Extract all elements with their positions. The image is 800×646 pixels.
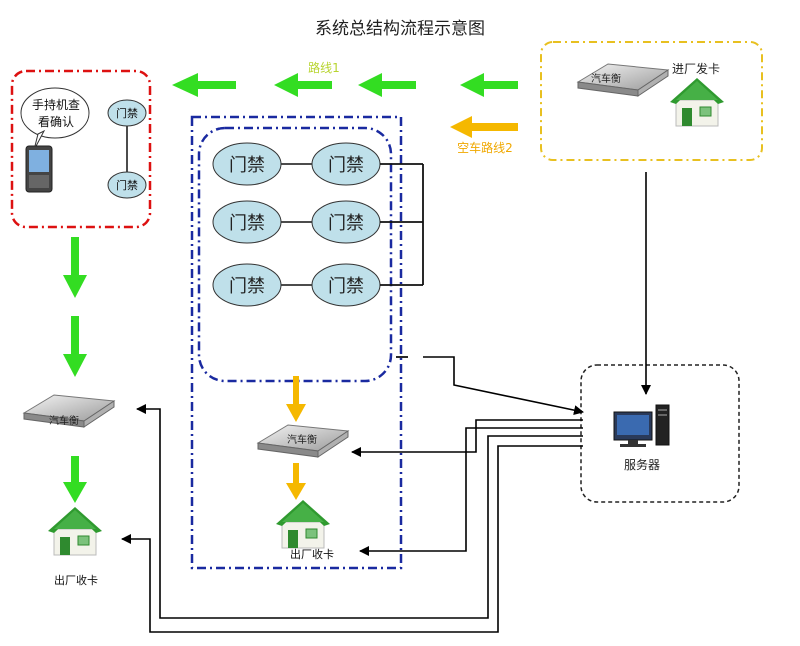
- route1-arrows: [172, 73, 518, 97]
- handheld-device-icon: [25, 145, 53, 193]
- gate-row: 门禁 门禁: [212, 263, 381, 307]
- entry-issue-card-label: 进厂发卡: [672, 61, 720, 76]
- connector-lines: [121, 172, 651, 633]
- route1-arrow: [274, 73, 332, 97]
- entry-box: [540, 41, 763, 161]
- route1-arrow: [358, 73, 416, 97]
- left-scale-label: 汽车衡: [49, 414, 79, 427]
- center-gate-box: [197, 126, 393, 383]
- server-box: [580, 364, 740, 503]
- gate-node-label: 门禁: [229, 155, 265, 176]
- down-arrows-left: [63, 237, 87, 503]
- connector-server-to-center-scale: [351, 419, 583, 457]
- down-arrow: [63, 316, 87, 377]
- route1-arrow: [172, 73, 236, 97]
- route2-label: 空车路线2: [457, 140, 513, 155]
- connector-gates-to-server: [423, 356, 584, 416]
- left-exit-house-icon: [47, 506, 103, 556]
- bubble-text-line1: 手持机查: [32, 97, 80, 112]
- entry-house-icon: [669, 77, 725, 127]
- gate-node: [212, 200, 282, 244]
- gate-node-label: 门禁: [328, 213, 364, 234]
- route1-arrow: [460, 73, 518, 97]
- down-arrow: [63, 456, 87, 503]
- route1-label: 路线1: [308, 60, 340, 75]
- down-arrow-orange: [286, 463, 306, 500]
- gate-node-label: 门禁: [328, 155, 364, 176]
- gate-bus-lines: [380, 163, 424, 358]
- gate-row: 门禁 门禁: [212, 142, 381, 186]
- center-down-arrows: [286, 376, 306, 500]
- entry-scale-label: 汽车衡: [591, 72, 621, 85]
- connector-server-to-left-exit: [121, 445, 583, 633]
- left-exit-label: 出厂收卡: [54, 573, 98, 587]
- diagram-title: 系统总结构流程示意图: [315, 19, 485, 39]
- handheld-gate-top: [107, 99, 147, 127]
- handheld-gate-top-label: 门禁: [116, 106, 138, 120]
- down-arrow: [63, 237, 87, 298]
- gate-node: [212, 263, 282, 307]
- connector-server-to-center-exit: [359, 427, 583, 556]
- connector-server-to-left-scale: [136, 404, 583, 619]
- bubble-text-line2: 看确认: [38, 115, 74, 129]
- center-exit-label: 出厂收卡: [290, 547, 334, 561]
- handheld-gate-bottom-label: 门禁: [116, 178, 138, 192]
- route2-arrow: [450, 116, 518, 138]
- server-computer-icon: [613, 404, 670, 447]
- gate-node: [212, 142, 282, 186]
- server-label: 服务器: [624, 457, 660, 472]
- gate-row: 门禁 门禁: [212, 200, 381, 244]
- handheld-gate-bottom: [107, 171, 147, 199]
- center-outer-box: [190, 115, 403, 570]
- center-scale-label: 汽车衡: [287, 433, 317, 446]
- down-arrow-orange: [286, 376, 306, 422]
- gate-node-label: 门禁: [328, 276, 364, 297]
- gate-node-label: 门禁: [229, 276, 265, 297]
- center-exit-house-icon: [275, 499, 331, 549]
- handheld-box: [10, 69, 152, 229]
- gate-node-label: 门禁: [229, 213, 265, 234]
- speech-bubble: [20, 87, 90, 139]
